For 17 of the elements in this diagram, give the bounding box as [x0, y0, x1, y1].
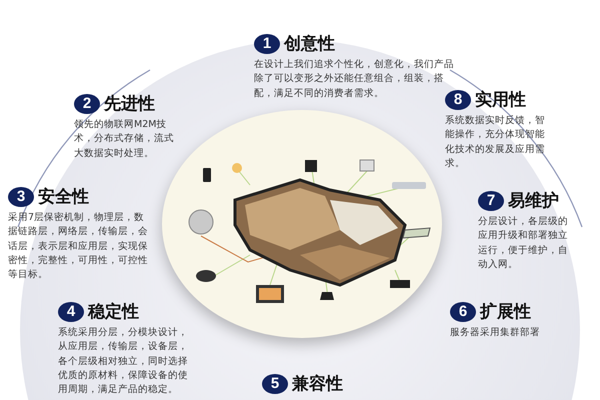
feature-description: 采用7层保密机制，物理层，数据链路层，网络层，传输层，会话层，表示层和应用层，实现保密性，完整性，可用性，可控性等目标。 — [8, 211, 148, 282]
number-badge: 2 — [74, 94, 100, 114]
feature-description: 领先的物联网M2M技术，分布式存储，流式大数据实时处理。 — [74, 118, 174, 160]
feature-title: 创意性 — [284, 33, 335, 55]
feature-title: 兼容性 — [292, 373, 343, 395]
feature-description: 服务器采用集群部署 — [450, 326, 541, 340]
feature-title: 安全性 — [38, 186, 89, 208]
feature-title: 扩展性 — [480, 301, 531, 323]
feature-title: 易维护 — [508, 190, 559, 212]
number-badge: 3 — [8, 186, 34, 206]
feature-title: 稳定性 — [88, 301, 139, 323]
feature-title: 实用性 — [475, 89, 526, 111]
number-badge: 1 — [254, 34, 280, 54]
feature-description: 系统数据实时反馈，智能操作，充分体现智能化技术的发展及应用需求。 — [445, 114, 545, 171]
feature-title: 先进性 — [104, 93, 155, 115]
feature-description: 分层设计，各层级的应用升级和部署独立运行，便于维护，自动入网。 — [478, 215, 569, 272]
feature-description: 系统采用分层，分模块设计，从应用层，传输层，设备层，各个层级相对独立，同时选择优质的原材料，保障设备的使用周期，满足产品的稳定。 — [58, 326, 189, 397]
